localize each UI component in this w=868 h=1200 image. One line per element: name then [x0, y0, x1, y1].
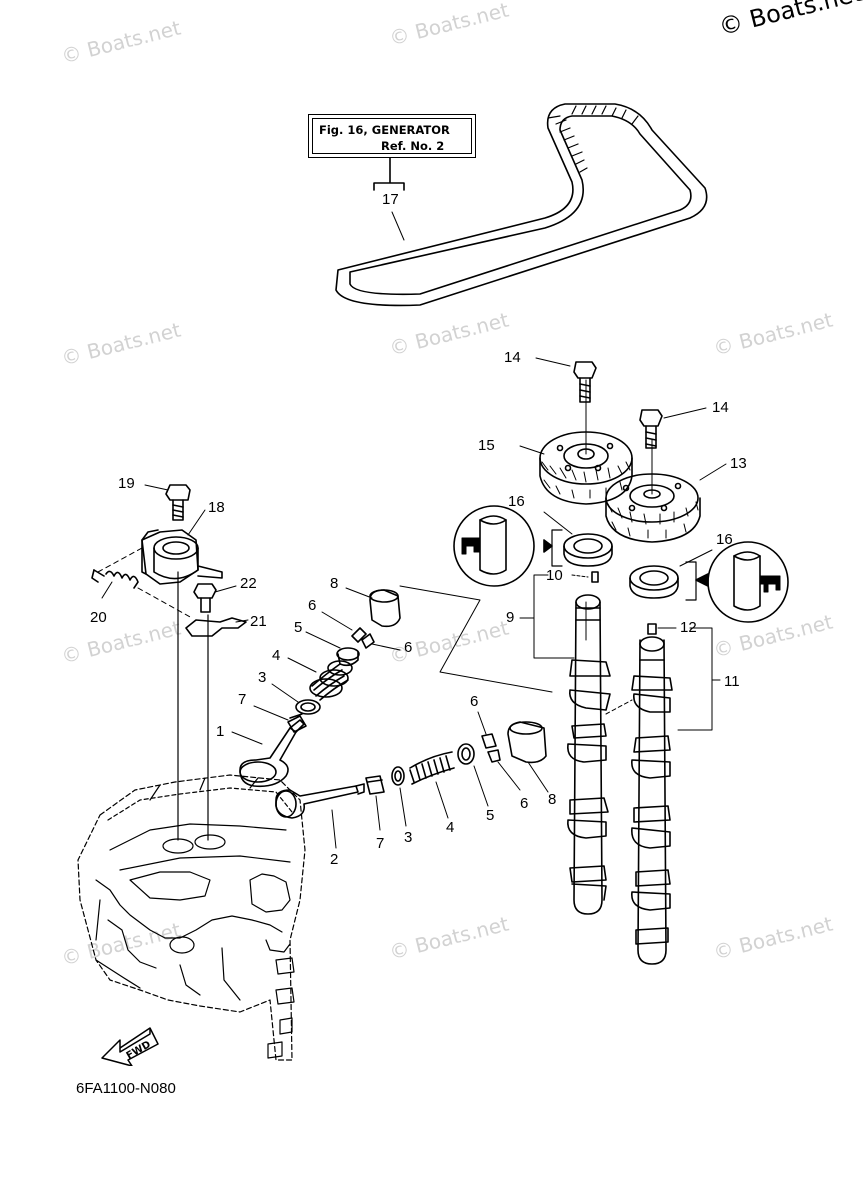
- tensioner-assembly: [91, 484, 249, 637]
- reference-number: Ref. No. 2: [381, 139, 445, 153]
- callout-7[interactable]: 7: [376, 835, 385, 852]
- callout-16[interactable]: 16: [716, 531, 733, 548]
- callout-16[interactable]: 16: [508, 493, 525, 510]
- exhaust-camshaft: [519, 571, 611, 915]
- oil-seal-right: [629, 541, 789, 623]
- callout-12[interactable]: 12: [680, 619, 697, 636]
- reference-figure: Fig. 16, GENERATOR: [319, 123, 450, 137]
- callout-19[interactable]: 19: [118, 475, 135, 492]
- callout-20[interactable]: 20: [90, 609, 107, 626]
- callout-10[interactable]: 10: [546, 567, 563, 584]
- callout-3[interactable]: 3: [404, 829, 413, 846]
- callout-6[interactable]: 6: [404, 639, 413, 656]
- diagram-code: 6FA1100-N080: [76, 1080, 176, 1097]
- callout-4[interactable]: 4: [446, 819, 455, 836]
- intake-camshaft: [605, 623, 721, 965]
- timing-belt: [335, 103, 708, 307]
- camshaft-pulley-left: [519, 357, 633, 505]
- intake-valve-train: [275, 711, 549, 849]
- callout-8[interactable]: 8: [330, 575, 339, 592]
- callout-5[interactable]: 5: [486, 807, 495, 824]
- callout-2[interactable]: 2: [330, 851, 339, 868]
- callout-1[interactable]: 1: [216, 723, 225, 740]
- fwd-arrow-icon: FWD: [100, 1020, 164, 1071]
- callout-14[interactable]: 14: [504, 349, 521, 366]
- engine-block: [77, 774, 306, 1061]
- callout-9[interactable]: 9: [506, 609, 515, 626]
- callout-14[interactable]: 14: [712, 399, 729, 416]
- callout-17[interactable]: 17: [382, 191, 399, 208]
- callout-4[interactable]: 4: [272, 647, 281, 664]
- callout-5[interactable]: 5: [294, 619, 303, 636]
- callout-6[interactable]: 6: [470, 693, 479, 710]
- callout-6[interactable]: 6: [308, 597, 317, 614]
- reference-box[interactable]: Fig. 16, GENERATOR Ref. No. 2: [308, 114, 476, 158]
- exhaust-valve-train: [231, 585, 553, 788]
- callout-21[interactable]: 21: [250, 613, 267, 630]
- callout-11[interactable]: 11: [724, 673, 740, 690]
- oil-seal-left: [453, 505, 613, 587]
- callout-6[interactable]: 6: [520, 795, 529, 812]
- callout-8[interactable]: 8: [548, 791, 557, 808]
- callout-22[interactable]: 22: [240, 575, 257, 592]
- callout-18[interactable]: 18: [208, 499, 225, 516]
- camshaft-pulley-right: [605, 407, 727, 543]
- callout-3[interactable]: 3: [258, 669, 267, 686]
- callout-13[interactable]: 13: [730, 455, 747, 472]
- callout-7[interactable]: 7: [238, 691, 247, 708]
- callout-15[interactable]: 15: [478, 437, 495, 454]
